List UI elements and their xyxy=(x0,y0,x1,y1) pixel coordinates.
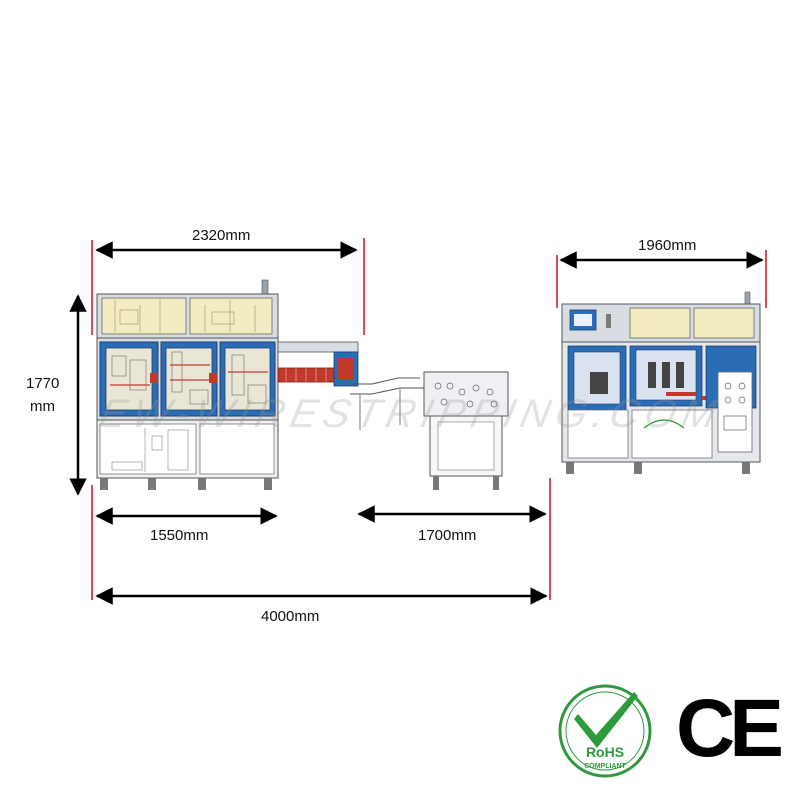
dim-label-1960: 1960mm xyxy=(638,237,697,254)
rohs-compliant-label: COMPLIANT xyxy=(584,763,626,770)
rohs-badge: RoHS COMPLIANT xyxy=(558,684,652,778)
dim-label-4000: 4000mm xyxy=(261,608,320,625)
dim-label-1770-unit: mm xyxy=(30,398,55,415)
dimension-arrows xyxy=(69,241,764,605)
ce-mark: CE xyxy=(676,683,784,774)
feeder-station xyxy=(423,371,509,490)
rohs-label: RoHS xyxy=(586,744,624,760)
dim-label-1700: 1700mm xyxy=(418,527,477,544)
conveyor xyxy=(277,341,424,430)
checkmark-icon xyxy=(574,692,638,748)
dim-label-1550: 1550mm xyxy=(150,527,209,544)
right-machine xyxy=(561,291,761,474)
left-machine xyxy=(96,279,279,490)
dim-label-2320: 2320mm xyxy=(192,227,251,244)
reference-lines xyxy=(91,238,767,600)
dim-label-1770-value: 1770 xyxy=(26,375,60,392)
